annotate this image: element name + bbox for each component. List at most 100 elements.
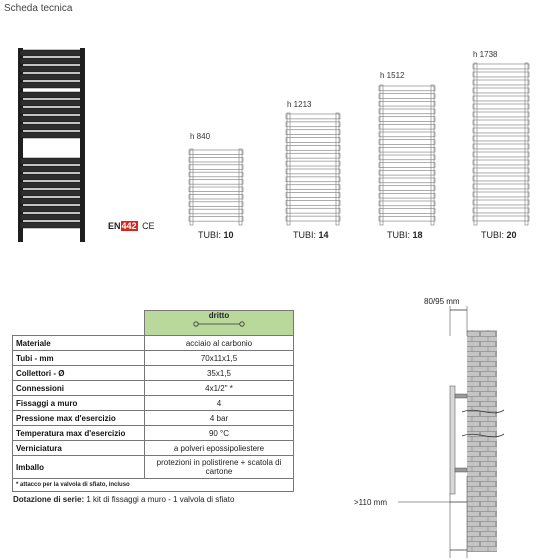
radiator-tube: [472, 199, 530, 206]
spec-row-label: Connessioni: [12, 380, 145, 396]
radiator-tube: [472, 119, 530, 126]
radiator-tube: [472, 207, 530, 214]
model-height-1213: h 1213: [287, 100, 312, 109]
en-number: 442: [120, 221, 138, 231]
dark-radiator-tube: [19, 81, 84, 89]
radiator-tube: [472, 127, 530, 134]
radiator-outline-18: [378, 84, 436, 226]
radiator-tube: [472, 87, 530, 94]
dark-radiator-tube: [19, 123, 84, 131]
radiator-outline-20: [472, 62, 530, 226]
radiator-tube: [472, 95, 530, 102]
radiator-tube: [378, 123, 436, 130]
radiator-tube: [285, 168, 341, 175]
dark-radiator-tube: [19, 107, 84, 115]
radiator-tube: [188, 186, 244, 192]
radiator-tube: [188, 201, 244, 207]
radiator-tube: [378, 116, 436, 122]
radiator-tube: [472, 167, 530, 174]
wall-bracket-bottom: [454, 467, 468, 473]
spec-row-label: Materiale: [12, 335, 145, 351]
dark-radiator-tube: [19, 65, 84, 73]
spec-row-value: 4x1/2" *: [144, 380, 294, 396]
radiator-tube: [285, 121, 341, 128]
dark-radiator-tube: [19, 197, 84, 205]
dark-radiator-tube: [19, 115, 84, 123]
dark-radiator-tube: [19, 205, 84, 213]
radiator-outline-10: [188, 148, 244, 226]
radiator-tube: [472, 79, 530, 86]
dritto-connection-icon: [193, 321, 245, 327]
radiator-tube: [285, 145, 341, 151]
dark-radiator-tube: [19, 165, 84, 173]
radiator-tube: [472, 71, 530, 78]
dark-radiator-tube: [19, 57, 84, 65]
spec-row-label: Collettori - Ø: [12, 365, 145, 381]
spec-row-value: a polveri epossipoliestere: [144, 440, 294, 456]
radiator-tube: [285, 200, 341, 206]
spec-row-value: 4 bar: [144, 410, 294, 426]
spec-row-label: Imballo: [12, 455, 145, 479]
radiator-tube: [188, 149, 244, 155]
radiator-tube: [285, 192, 341, 198]
model-tubes-14: TUBI: 14: [293, 230, 329, 240]
radiator-tube: [285, 207, 341, 214]
radiator-tube: [378, 139, 436, 145]
spec-row-value: protezioni in polistirene + scatola di c…: [144, 455, 294, 479]
radiator-tube: [472, 143, 530, 150]
radiator-tube: [188, 208, 244, 215]
radiator-tube: [472, 151, 530, 158]
model-tubes-18: TUBI: 18: [387, 230, 423, 240]
dotazione-di-serie: Dotazione di serie: 1 kit di fissaggi a …: [13, 495, 235, 504]
model-tubes-20: TUBI: 20: [481, 230, 517, 240]
dark-radiator-tube: [19, 73, 84, 81]
radiator-tube: [378, 162, 436, 168]
radiator-tube: [188, 157, 244, 163]
radiator-tube: [188, 194, 244, 200]
spec-note-row: * attacco per la valvola di sfiato, incl…: [12, 478, 294, 492]
radiator-tube: [378, 177, 436, 184]
installation-diagram: 80/95 mm >110 mm: [354, 297, 505, 558]
radiator-product-image: [18, 48, 85, 242]
model-height-1512: h 1512: [380, 71, 405, 80]
radiator-tube: [188, 171, 244, 178]
radiator-tube: [472, 63, 530, 70]
radiator-tube: [285, 152, 341, 159]
radiator-tube: [285, 129, 341, 135]
radiator-tube: [472, 191, 530, 198]
dark-radiator-tube: [19, 99, 84, 107]
radiator-tube: [285, 113, 341, 120]
radiator-outline-14: [285, 112, 341, 226]
radiator-tube: [472, 175, 530, 182]
model-tubes-10: TUBI: 10: [198, 230, 234, 240]
ce-mark: CE: [142, 221, 155, 231]
dark-radiator-tube: [19, 181, 84, 189]
dark-radiator-tube: [19, 131, 84, 139]
spec-row-label: Fissaggi a muro: [12, 395, 145, 411]
dark-radiator-tube: [19, 189, 84, 197]
spec-row-label: Temperatura max d'esercizio: [12, 425, 145, 441]
radiator-tube: [472, 111, 530, 118]
radiator-tube: [472, 159, 530, 166]
spec-row-value: 90 °C: [144, 425, 294, 441]
radiator-tube: [378, 185, 436, 191]
radiator-tube: [285, 184, 341, 190]
radiator-tube: [378, 131, 436, 138]
wall-gap-dimension-label: >110 mm: [354, 498, 387, 507]
radiator-tube: [378, 154, 436, 161]
spec-row-value: 4: [144, 395, 294, 411]
depth-dimension-label: 80/95 mm: [424, 297, 460, 306]
radiator-tube: [285, 176, 341, 183]
dark-radiator-tube: [19, 157, 84, 165]
spec-row-value: acciaio al carbonio: [144, 335, 294, 351]
spec-header-row: dritto: [13, 310, 294, 336]
radiator-tube: [378, 146, 436, 153]
radiator-tube: [188, 179, 244, 185]
